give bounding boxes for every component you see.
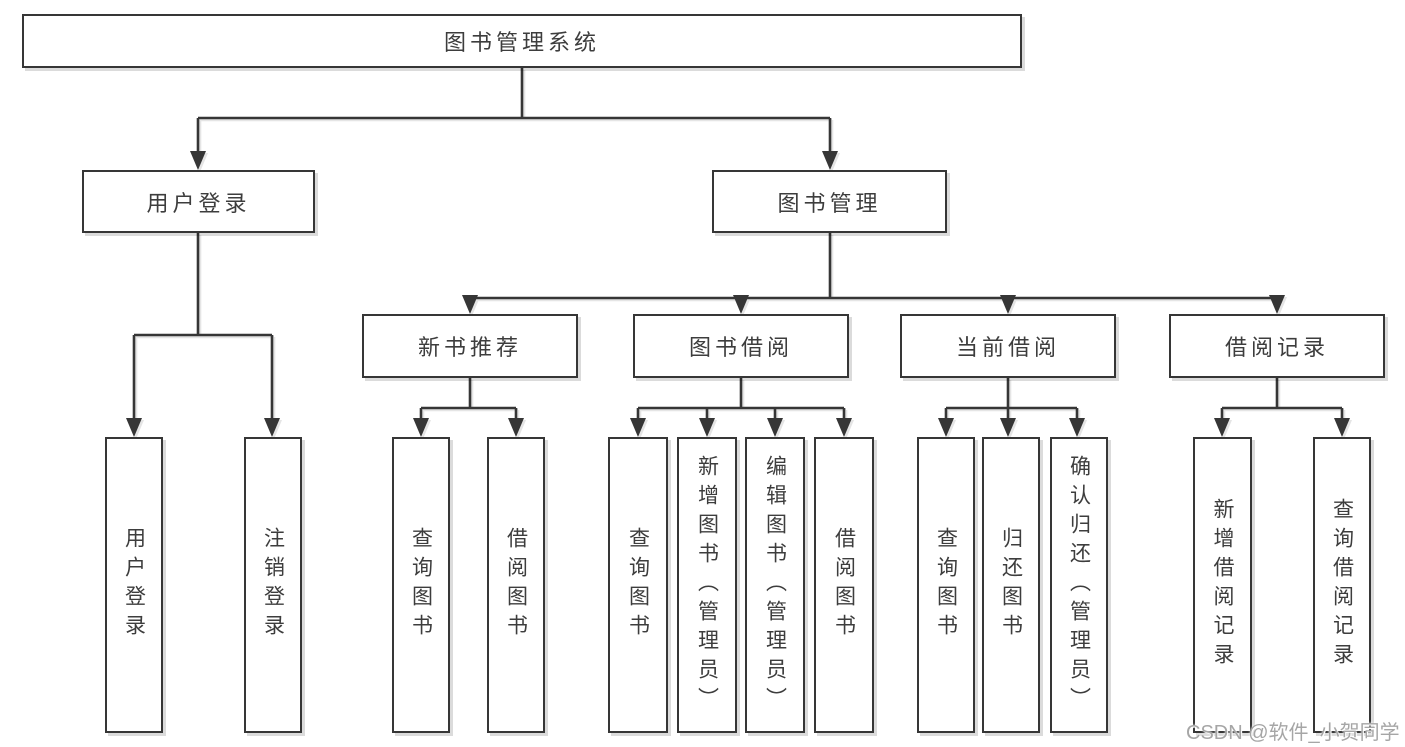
node-label: 归还图书 — [999, 527, 1023, 643]
node-current-borrowing: 当前借阅 — [900, 314, 1116, 378]
node-book-management: 图书管理 — [712, 170, 947, 233]
csdn-watermark: CSDN @软件_小贺同学 — [1186, 722, 1400, 744]
node-label: 借阅图书 — [832, 527, 856, 643]
node-user-login: 用户登录 — [82, 170, 315, 233]
node-label: 图书管理 — [777, 190, 882, 216]
node-label: 确认归还（管理员） — [1067, 454, 1091, 716]
node-label: 新书推荐 — [417, 335, 522, 360]
leaf-borrow-books-borrowing: 借阅图书 — [814, 437, 874, 733]
node-label: 注销登录 — [261, 527, 285, 643]
node-label: 用户登录 — [146, 190, 251, 216]
leaf-query-books-recommend: 查询图书 — [392, 437, 450, 733]
node-label: 查询图书 — [626, 527, 650, 643]
node-label: 新增图书（管理员） — [695, 454, 719, 716]
leaf-borrow-books-recommend: 借阅图书 — [487, 437, 545, 733]
leaf-edit-book-admin: 编辑图书（管理员） — [745, 437, 805, 733]
leaf-add-book-admin: 新增图书（管理员） — [677, 437, 737, 733]
node-borrowing-records: 借阅记录 — [1169, 314, 1385, 378]
node-label: 借阅记录 — [1224, 335, 1329, 360]
node-label: 查询借阅记录 — [1330, 498, 1354, 672]
node-label: 编辑图书（管理员） — [763, 454, 787, 716]
node-label: 查询图书 — [934, 527, 958, 643]
node-label: 借阅图书 — [504, 527, 528, 643]
leaf-add-borrow-record: 新增借阅记录 — [1193, 437, 1252, 733]
leaf-logout: 注销登录 — [244, 437, 302, 733]
node-label: 当前借阅 — [955, 335, 1060, 360]
leaf-query-books-borrowing: 查询图书 — [608, 437, 668, 733]
leaf-query-borrow-record: 查询借阅记录 — [1313, 437, 1371, 733]
node-label: 新增借阅记录 — [1211, 498, 1234, 672]
leaf-return-book: 归还图书 — [982, 437, 1040, 733]
node-label: 用户登录 — [122, 527, 146, 643]
node-label: 图书借阅 — [688, 335, 793, 360]
node-label: 图书管理系统 — [443, 30, 600, 55]
leaf-query-books-current: 查询图书 — [917, 437, 975, 733]
node-label: 查询图书 — [409, 527, 433, 643]
leaf-confirm-return-admin: 确认归还（管理员） — [1050, 437, 1108, 733]
node-new-book-recommendation: 新书推荐 — [362, 314, 578, 378]
node-library-management-system: 图书管理系统 — [22, 14, 1022, 68]
node-book-borrowing: 图书借阅 — [633, 314, 849, 378]
leaf-user-login: 用户登录 — [105, 437, 163, 733]
